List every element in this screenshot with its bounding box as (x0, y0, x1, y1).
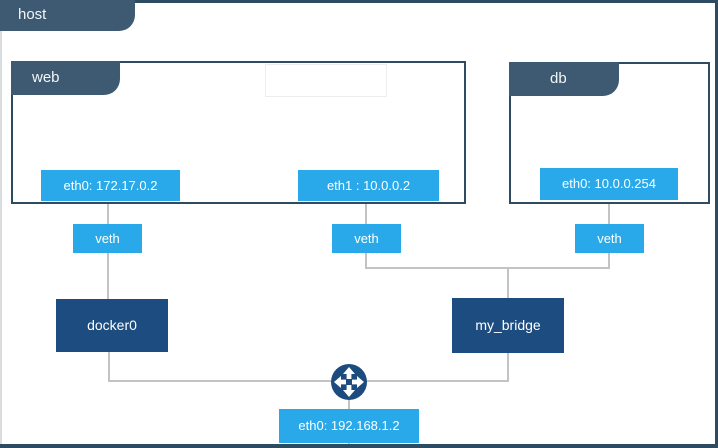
connector-join-to-mybridge (507, 267, 509, 298)
host-border-top (0, 0, 718, 3)
connector-veth-right-down (608, 253, 610, 269)
host-border-bottom (0, 444, 718, 448)
connector-veth-to-docker0 (107, 253, 109, 299)
bridge-docker0: docker0 (56, 299, 168, 352)
veth-mid: veth (332, 224, 401, 253)
web-eth0-interface: eth0: 172.17.0.2 (41, 170, 180, 201)
empty-placeholder-box (265, 64, 387, 97)
connector-horizontal-router-to-right (367, 380, 509, 382)
db-eth0-interface: eth0: 10.0.0.254 (540, 168, 678, 200)
host-label-tab: host (0, 0, 135, 31)
host-border-right (715, 0, 718, 448)
host-label: host (18, 6, 47, 23)
web-label: web (32, 69, 60, 86)
connector-web-eth0-to-veth (107, 203, 109, 224)
connector-docker0-down (108, 352, 110, 382)
connector-veth-mid-down (365, 253, 367, 269)
connector-veth-join-horizontal (365, 267, 610, 269)
web-label-tab: web (11, 61, 120, 95)
web-eth1-interface: eth1 : 10.0.0.2 (298, 170, 439, 201)
bridge-my-bridge: my_bridge (452, 298, 564, 353)
host-eth0-interface: eth0: 192.168.1.2 (279, 409, 419, 443)
router-icon (331, 364, 367, 400)
connector-horizontal-left-to-router (108, 380, 331, 382)
connector-mybridge-down (507, 353, 509, 382)
db-label: db (550, 70, 567, 87)
connector-web-eth1-to-veth (365, 203, 367, 224)
host-border-left (0, 0, 2, 448)
connector-router-to-hosteth (348, 400, 350, 409)
router-icon-svg (331, 364, 367, 400)
db-label-tab: db (509, 62, 619, 96)
connector-db-eth0-to-veth (608, 203, 610, 224)
veth-left: veth (73, 224, 142, 253)
veth-right: veth (575, 224, 644, 253)
